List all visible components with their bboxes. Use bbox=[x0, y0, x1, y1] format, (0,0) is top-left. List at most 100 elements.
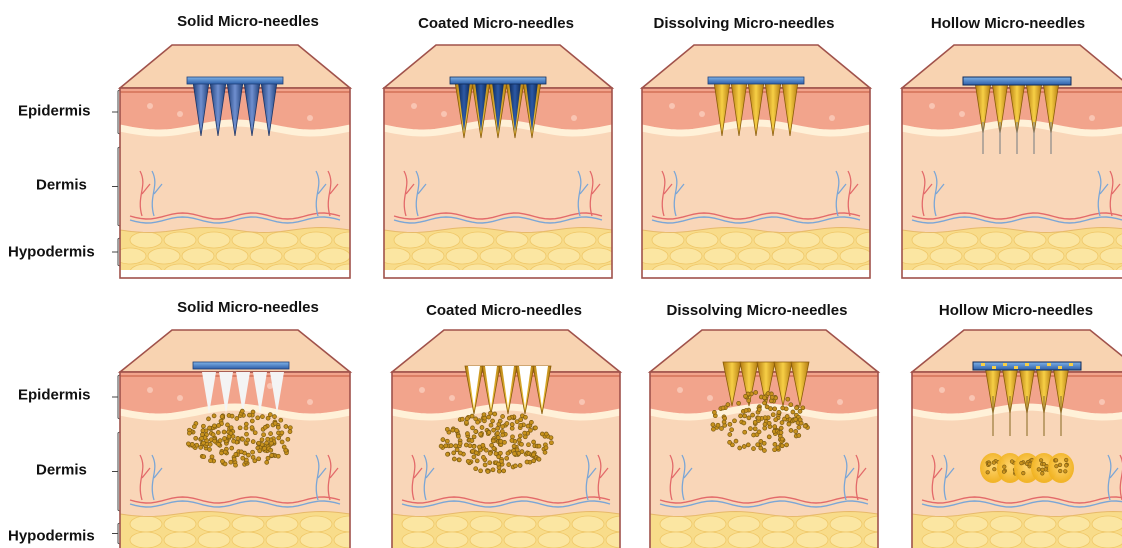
fat-cell bbox=[896, 248, 928, 264]
reservoir-drug bbox=[1058, 366, 1062, 369]
drug-particle bbox=[523, 431, 527, 435]
cell-dot bbox=[1099, 399, 1105, 405]
drug-particle bbox=[1058, 463, 1062, 467]
drug-particle bbox=[786, 397, 790, 401]
drug-particle bbox=[250, 419, 254, 423]
drug-particle bbox=[785, 443, 789, 447]
drug-particle bbox=[258, 449, 262, 453]
drug-particle bbox=[262, 433, 266, 437]
skin-panel-hollow bbox=[912, 330, 1122, 548]
fat-cell bbox=[130, 232, 162, 248]
drug-particle bbox=[779, 426, 783, 430]
fat-cell bbox=[1066, 248, 1098, 264]
drug-particle bbox=[510, 423, 514, 427]
fat-cell bbox=[130, 532, 162, 548]
drug-particle bbox=[1002, 470, 1006, 474]
drug-particle bbox=[765, 405, 769, 409]
fat-cell bbox=[762, 532, 794, 548]
drug-particle bbox=[716, 423, 720, 427]
fat-cell bbox=[300, 232, 332, 248]
drug-particle bbox=[232, 457, 236, 461]
drug-particle bbox=[1010, 460, 1014, 464]
drug-particle bbox=[743, 414, 747, 418]
drug-particle bbox=[746, 443, 750, 447]
drug-particle bbox=[276, 425, 280, 429]
drug-particle bbox=[471, 426, 475, 430]
fat-cell bbox=[300, 532, 332, 548]
drug-particle bbox=[232, 439, 236, 443]
drug-particle bbox=[484, 448, 488, 452]
fat-cell bbox=[504, 516, 536, 532]
fat-cell bbox=[788, 232, 820, 248]
fat-cell bbox=[686, 232, 718, 248]
fat-cell bbox=[830, 516, 862, 532]
drug-particle bbox=[510, 426, 514, 430]
fat-cell bbox=[822, 232, 854, 248]
drug-particle bbox=[734, 439, 738, 443]
drug-particle bbox=[512, 444, 516, 448]
drug-particle bbox=[726, 403, 730, 407]
drug-particle bbox=[487, 415, 491, 419]
cell-dot bbox=[571, 115, 577, 121]
drug-particle bbox=[491, 419, 495, 423]
drug-particle bbox=[465, 417, 469, 421]
drug-particle bbox=[279, 418, 283, 422]
drug-particle bbox=[766, 392, 770, 396]
drug-particle bbox=[216, 431, 220, 435]
drug-particle bbox=[794, 417, 798, 421]
drug-particle bbox=[728, 440, 732, 444]
drug-particle bbox=[743, 430, 747, 434]
fat-cell bbox=[1082, 232, 1114, 248]
drug-particle bbox=[470, 439, 474, 443]
drug-particle bbox=[549, 436, 553, 440]
drug-particle bbox=[489, 423, 493, 427]
fat-cell bbox=[728, 516, 760, 532]
fat-cell bbox=[198, 232, 230, 248]
drug-particle bbox=[207, 417, 211, 421]
drug-particle bbox=[763, 426, 767, 430]
drug-particle bbox=[773, 407, 777, 411]
fat-cell bbox=[956, 532, 988, 548]
drug-particle bbox=[257, 457, 261, 461]
drug-particle bbox=[209, 459, 213, 463]
fat-cell bbox=[130, 516, 162, 532]
drug-particle bbox=[712, 410, 716, 414]
drug-particle bbox=[723, 416, 727, 420]
fat-cell bbox=[436, 516, 468, 532]
fat-cell bbox=[164, 516, 196, 532]
drug-particle bbox=[472, 445, 476, 449]
drug-particle bbox=[208, 448, 212, 452]
reservoir-drug bbox=[1025, 363, 1029, 366]
fat-cell bbox=[922, 516, 954, 532]
drug-particle bbox=[742, 421, 746, 425]
drug-particle bbox=[795, 406, 799, 410]
drug-particle bbox=[756, 443, 760, 447]
drug-particle bbox=[220, 451, 224, 455]
drug-particle bbox=[511, 435, 515, 439]
drug-particle bbox=[791, 410, 795, 414]
cell-dot bbox=[829, 115, 835, 121]
drug-particle bbox=[1064, 464, 1068, 468]
drug-particle bbox=[241, 456, 245, 460]
skin-panel-dissolving bbox=[636, 45, 888, 280]
fat-cell bbox=[930, 248, 962, 264]
drug-particle bbox=[483, 416, 487, 420]
drug-particle bbox=[754, 391, 758, 395]
fat-cell bbox=[694, 532, 726, 548]
drug-particle bbox=[532, 440, 536, 444]
drug-particle bbox=[244, 426, 248, 430]
fat-cell bbox=[1048, 232, 1080, 248]
drug-particle bbox=[797, 434, 801, 438]
fat-cell bbox=[530, 232, 562, 248]
drug-particle bbox=[494, 452, 498, 456]
cell-dot bbox=[939, 387, 945, 393]
drug-particle bbox=[229, 431, 233, 435]
drug-particle bbox=[513, 452, 517, 456]
drug-particle bbox=[458, 441, 462, 445]
drug-particle bbox=[286, 437, 290, 441]
drug-particle bbox=[730, 428, 734, 432]
drug-particle bbox=[465, 432, 469, 436]
drug-particle bbox=[470, 414, 474, 418]
drug-particle bbox=[240, 409, 244, 413]
